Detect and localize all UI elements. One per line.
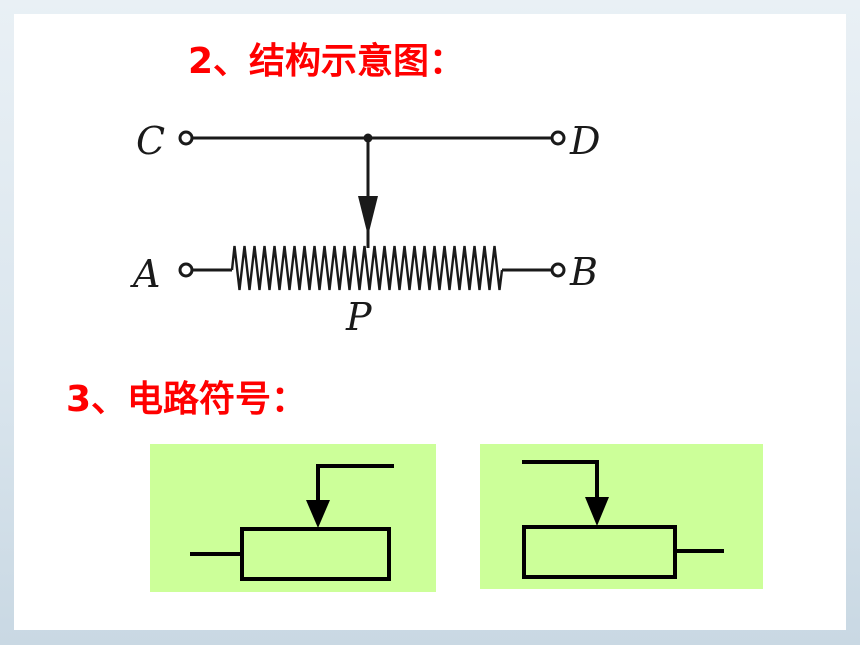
terminal-b-node: [550, 262, 566, 278]
symbol-panel: [480, 444, 763, 589]
terminal-b-label: B: [569, 250, 598, 294]
resistance-wire: [178, 245, 566, 291]
resistor-body: [522, 525, 677, 579]
rheostat-symbol-left: [150, 444, 436, 592]
slider-contact: [358, 138, 378, 248]
terminal-c-label: C: [136, 119, 165, 163]
terminal-a-label: A: [130, 252, 160, 296]
coil-zigzag: [230, 245, 504, 291]
rheostat-symbol-right: [480, 444, 763, 589]
slider-arrow-icon: [585, 497, 609, 526]
top-rail: [178, 130, 566, 146]
terminal-d-node: [550, 130, 566, 146]
resistor-body: [240, 527, 391, 581]
terminal-c-node: [178, 130, 194, 146]
terminal-d-label: D: [569, 119, 600, 163]
slider-p-label: P: [345, 295, 373, 339]
terminal-a-node: [178, 262, 194, 278]
slider-arrow-icon: [358, 196, 378, 236]
slider-arrow-icon: [306, 500, 330, 528]
structure-diagram-heading: 2、结构示意图：: [188, 41, 466, 82]
circuit-symbol-heading: 3、电路符号：: [66, 379, 308, 420]
